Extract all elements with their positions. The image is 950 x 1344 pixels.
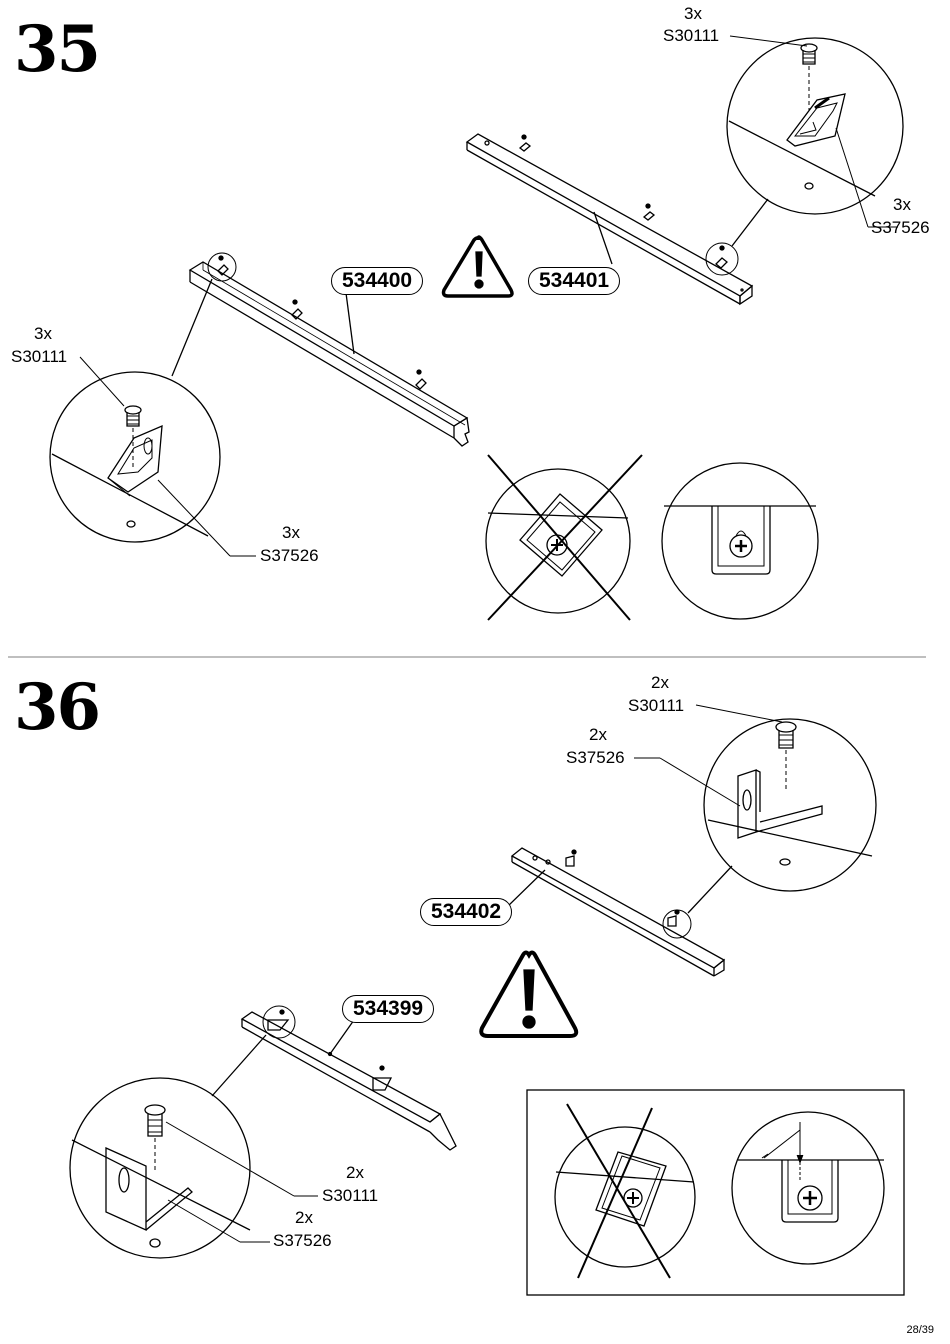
zoom-target-ring <box>262 1005 296 1039</box>
screw-icon <box>124 405 142 427</box>
part-label: 534400 <box>331 267 424 295</box>
zoom-circle-bottom-left-36 <box>69 1077 318 1259</box>
page-number: 28/39 <box>906 1324 934 1336</box>
callout-qty: 3x <box>893 195 911 214</box>
callout-qty: 2x <box>295 1208 313 1227</box>
step-number: 36 <box>14 670 101 745</box>
detail-box <box>526 1089 905 1296</box>
zoom-circle-top-right-36 <box>634 704 877 892</box>
callout-code: S37526 <box>566 748 625 767</box>
rail-534402 <box>510 847 726 977</box>
callout-code: S37526 <box>273 1231 332 1250</box>
zoom-target-ring <box>705 242 739 276</box>
callout-code: S30111 <box>628 696 685 715</box>
detail-right-36 <box>731 1111 885 1265</box>
part-label: 534399 <box>342 995 435 1023</box>
callout-code: S30111 <box>11 347 68 366</box>
zoom-circle-left <box>49 356 256 557</box>
screw-icon <box>144 1104 166 1137</box>
rail-534400 <box>188 261 470 447</box>
small-bracket-icon <box>518 134 656 221</box>
zoom-circle-top-right <box>726 35 904 228</box>
rail-534399 <box>240 1011 457 1151</box>
zoom-target-ring <box>207 252 237 282</box>
warning-icon <box>479 950 579 1038</box>
part-label: 534402 <box>420 898 513 926</box>
callout-code: S37526 <box>260 546 319 565</box>
screw-icon <box>800 43 818 65</box>
rail-534401 <box>465 133 754 306</box>
callout-code: S37526 <box>871 218 930 237</box>
callout-code: S30111 <box>322 1186 379 1205</box>
wrong-cross-icon <box>487 454 631 621</box>
warning-icon <box>441 235 514 298</box>
callout-qty: 3x <box>684 4 702 23</box>
callout-qty: 2x <box>651 673 669 692</box>
callout-qty: 2x <box>589 725 607 744</box>
callout-qty: 2x <box>346 1163 364 1182</box>
part-label: 534401 <box>528 267 621 295</box>
callout-qty: 3x <box>34 324 52 343</box>
screw-icon <box>775 721 797 749</box>
detail-wrong <box>485 454 643 621</box>
detail-wrong-36 <box>554 1103 696 1279</box>
callout-code: S30111 <box>663 26 720 45</box>
detail-right <box>661 462 819 620</box>
callout-qty: 3x <box>282 523 300 542</box>
zoom-target-ring <box>662 909 692 939</box>
step-number: 35 <box>14 12 101 87</box>
